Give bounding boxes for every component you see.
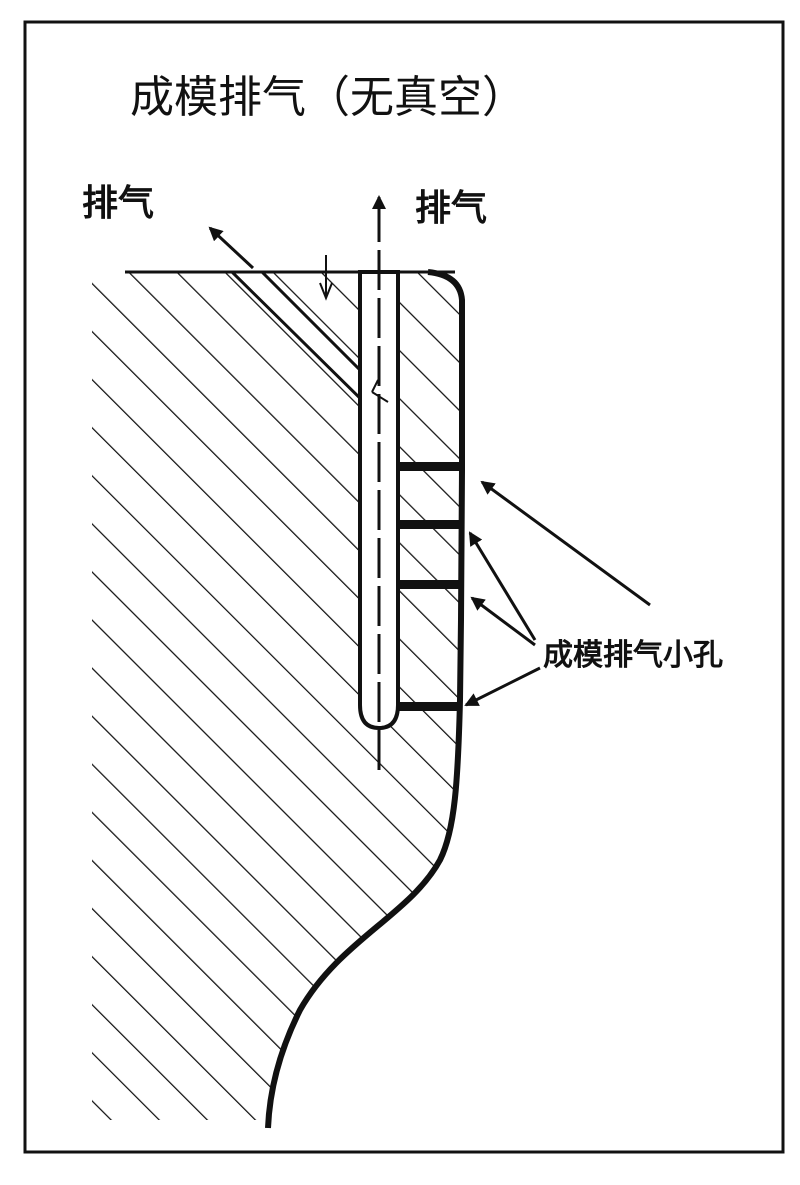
diagram-title: 成模排气（无真空）: [130, 72, 526, 123]
cavity-outline: [265, 269, 465, 1129]
outer-border: [23, 20, 785, 1154]
vent-left-arrow: [208, 226, 255, 270]
label-vent-up: 排气: [415, 188, 487, 229]
label-vent-holes: 成模排气小孔: [543, 638, 723, 673]
vent-hole: [398, 520, 462, 529]
vent-hole: [398, 702, 462, 711]
vent-hole: [398, 580, 462, 589]
vent-hole: [398, 462, 462, 471]
vent-hole-leaders: [464, 480, 651, 707]
small-down-arrow: [319, 255, 333, 301]
vent-holes: [398, 462, 462, 711]
junction-arrow: [371, 379, 389, 403]
label-vent-left: 排气: [82, 183, 154, 224]
